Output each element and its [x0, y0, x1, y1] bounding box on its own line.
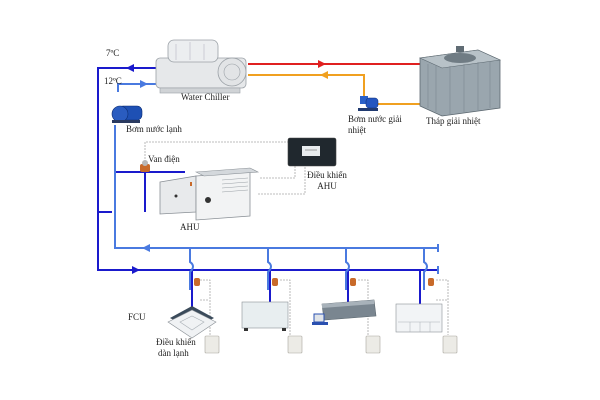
condenser-supply-pipe	[248, 60, 430, 68]
water-chiller-icon	[155, 39, 247, 94]
electric-valve-icon	[140, 160, 150, 172]
thermostat-icons	[204, 335, 458, 354]
fcu-ducted-icon	[312, 299, 377, 325]
fcu-ceiling-icon	[395, 303, 443, 333]
ahu-label: AHU	[180, 222, 200, 232]
cooling-water-pump-icon	[358, 96, 379, 111]
chilled-return-pipe	[114, 83, 439, 290]
fcu-controller-label-line1: Điều khiển	[156, 337, 196, 347]
cooling-pump-label-line1: Bơm nước giải	[348, 114, 402, 124]
supply-temperature-label: 7ºC	[106, 48, 120, 58]
fcu-controller-label-line2: dàn lạnh	[158, 348, 189, 358]
condenser-return-pipe	[248, 71, 431, 105]
ahu-controller-label-line2: AHU	[317, 181, 337, 191]
fcu-valve-icons	[194, 278, 434, 286]
ahu-controller-label-line1: Điều khiển	[307, 170, 347, 180]
return-temperature-label: 12ºC	[104, 76, 122, 86]
flow-arrow	[318, 60, 326, 68]
flow-arrow	[126, 64, 134, 72]
chilled-water-pump-icon	[111, 105, 143, 123]
flow-arrow	[142, 244, 150, 252]
cooling-pump-label-line2: nhiệt	[348, 125, 366, 135]
flow-arrow	[132, 266, 140, 274]
ahu-icon	[159, 167, 260, 221]
fcu-cassette-icon	[167, 306, 217, 339]
flow-arrow	[140, 80, 148, 88]
chilled-supply-pipe	[97, 67, 438, 332]
fcu-floor-standing-icon	[241, 301, 289, 331]
electric-valve-label: Van điện	[148, 154, 180, 164]
water-chiller-label: Water Chiller	[181, 92, 230, 102]
flow-arrow	[320, 71, 328, 79]
fcu-label: FCU	[128, 312, 146, 322]
ahu-controller-icon	[287, 137, 337, 167]
cooling-tower-icon	[418, 46, 502, 117]
cooling-tower-label: Tháp giải nhiệt	[426, 116, 481, 126]
chilled-water-pump-label: Bơm nước lạnh	[126, 124, 182, 134]
